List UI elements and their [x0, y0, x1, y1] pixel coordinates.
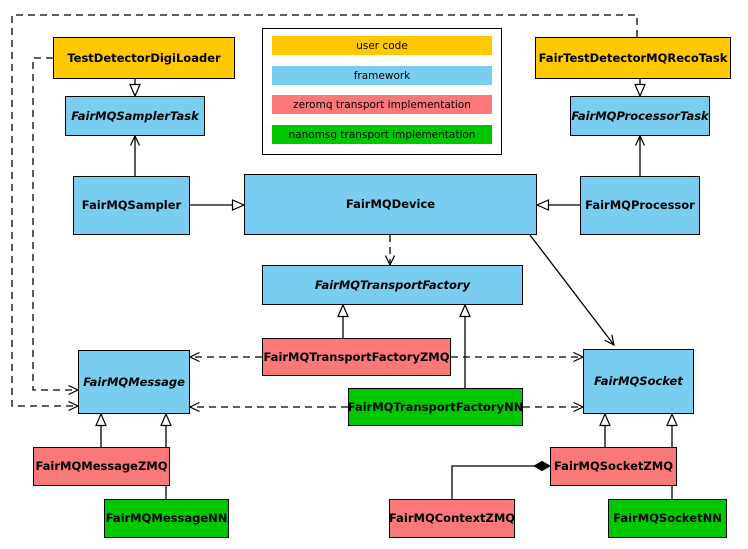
class-label: FairMQProcessor: [585, 198, 695, 213]
class-node-fairmqdevice[interactable]: FairMQDevice: [244, 174, 537, 235]
class-node-fairmqmessagezmq[interactable]: FairMQMessageZMQ: [33, 447, 170, 486]
class-node-fairmqmessagenn[interactable]: FairMQMessageNN: [104, 499, 229, 538]
class-label: FairTestDetectorMQRecoTask: [538, 50, 728, 65]
class-node-fairmqprocessortask[interactable]: FairMQProcessorTask: [570, 96, 710, 136]
class-node-testdetectordigiloader[interactable]: TestDetectorDigiLoader: [53, 37, 235, 79]
class-node-fairmqtransportfactory[interactable]: FairMQTransportFactory: [262, 265, 523, 305]
class-label: TestDetectorDigiLoader: [67, 50, 221, 65]
class-label: FairMQSampler: [81, 198, 182, 213]
class-node-fairmqmessage[interactable]: FairMQMessage: [78, 350, 190, 414]
class-label: FairMQDevice: [345, 197, 436, 212]
class-node-fairtestdetectormqrecotask[interactable]: FairTestDetectorMQRecoTask: [535, 37, 731, 79]
class-node-fairmqcontextzmq[interactable]: FairMQContextZMQ: [389, 499, 515, 538]
legend-item-framework: framework: [272, 66, 492, 85]
dependency-edges: [11, 14, 638, 407]
legend-label-zeromq: zeromq transport implementation: [293, 98, 471, 111]
class-label: FairMQSamplerTask: [71, 108, 199, 123]
class-label: FairMQSocketNN: [613, 511, 722, 526]
class-node-fairmqprocessor[interactable]: FairMQProcessor: [580, 176, 700, 235]
legend-item-user-code: user code: [272, 36, 492, 55]
class-node-fairmqtransportfactoryzmq[interactable]: FairMQTransportFactoryZMQ: [262, 338, 451, 376]
legend-label-framework: framework: [353, 69, 411, 82]
class-label: FairMQSocketZMQ: [554, 459, 673, 474]
class-node-fairmqsocketnn[interactable]: FairMQSocketNN: [608, 499, 727, 538]
class-node-fairmqtransportfactorynn[interactable]: FairMQTransportFactoryNN: [348, 388, 523, 426]
legend-item-zeromq: zeromq transport implementation: [272, 95, 492, 114]
class-label: FairMQProcessorTask: [571, 108, 709, 123]
class-label: FairMQContextZMQ: [388, 511, 516, 526]
class-label: FairMQMessageNN: [105, 511, 228, 526]
association-edges: [135, 136, 640, 499]
class-label: FairMQTransportFactory: [314, 277, 471, 292]
generalization-edges: [95, 79, 678, 499]
class-label: FairMQTransportFactoryZMQ: [263, 349, 450, 364]
class-label: FairMQMessage: [83, 374, 185, 389]
class-node-fairmqsampler[interactable]: FairMQSampler: [73, 176, 190, 235]
class-label: FairMQTransportFactoryNN: [347, 399, 524, 414]
legend-item-nanomsg: nanomsg transport implementation: [272, 125, 492, 144]
class-node-fairmqsocketzmq[interactable]: FairMQSocketZMQ: [550, 447, 677, 486]
class-label: FairMQMessageZMQ: [35, 459, 168, 474]
legend-label-nanomsg: nanomsg transport implementation: [288, 128, 476, 141]
class-node-fairmqsamplertask[interactable]: FairMQSamplerTask: [65, 96, 205, 136]
class-node-fairmqsocket[interactable]: FairMQSocket: [583, 349, 694, 414]
class-label: FairMQSocket: [594, 374, 683, 389]
legend-label-user-code: user code: [356, 39, 408, 52]
